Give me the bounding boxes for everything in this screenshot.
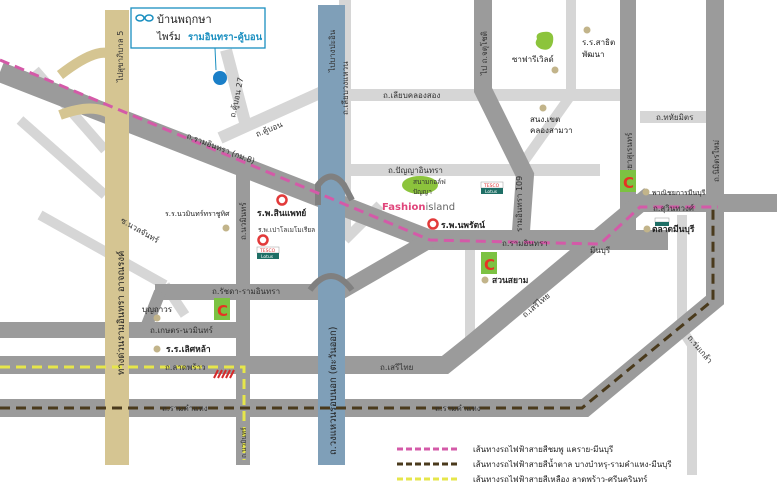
road-label-liap-wongwaen: ถ.เลียบวงแหวน xyxy=(341,61,350,115)
road-label-panya: ถ.ปัญญาอินทรา xyxy=(388,166,443,175)
interchange-north xyxy=(315,173,355,205)
project-callout[interactable]: บ้านพฤกษา ไพร์ม รามอินทรา-คู้บอน xyxy=(130,7,266,71)
place-paolo: ร.พ.เปาโลเมโมเรียล xyxy=(258,226,315,234)
ring-road xyxy=(318,5,345,465)
safari-tree-icon xyxy=(535,31,554,50)
place-boonthavorn: บุญถาวร xyxy=(142,305,173,314)
place-siampark: สวนสยาม xyxy=(492,276,528,286)
place-dot-icon xyxy=(539,104,547,112)
place-satit-2: พัฒนา xyxy=(582,50,604,59)
road-label-ratchada: ถ.รัชดา-รามอินทรา xyxy=(212,287,280,296)
road-label-latphrao: ถ.ลาดพร้าว xyxy=(165,363,206,372)
road-label-kaset: ถ.เกษตร-นวมินทร์ xyxy=(150,325,214,335)
place-dot-icon xyxy=(583,26,591,34)
road-label-serithai: ถ.เสรีไทย xyxy=(380,363,413,372)
legend-item-pink-line: เส้นทางรถไฟฟ้าสายสีชมพู แคราย-มีนบุรี xyxy=(397,445,614,455)
the-mall-logo-icon xyxy=(213,369,235,379)
yellow-line-route xyxy=(0,365,246,460)
place-dot-icon xyxy=(551,66,559,74)
place-nopparat: ร.พ.นพรัตน์ xyxy=(441,220,485,231)
legend-item-yellow-line: เส้นทางรถไฟฟ้าสายสีเหลือง ลาดพร้าว-ศรีนค… xyxy=(397,474,648,484)
road-label-ringroad: ถ.วงแหวนรอบนอก (ตะวันออก) xyxy=(328,327,339,455)
svg-text:C: C xyxy=(484,256,495,274)
road-label-sukhapiban5: ไปสุขาภิบาล 5 xyxy=(116,31,125,83)
svg-text:Lotus: Lotus xyxy=(261,254,274,260)
place-satit-1: ร.ร.สาธิต xyxy=(582,38,615,47)
place-golf-2: ปัญญา xyxy=(413,188,432,196)
place-dot-icon xyxy=(642,188,650,196)
callout-subtitle: ไพร์ม xyxy=(156,31,181,43)
road-label-nawamin: ถ.นวมินทร์ xyxy=(238,202,248,240)
road-label-chatuchot: ไป ถ.จตุโชติ xyxy=(479,31,489,76)
project-location-marker[interactable] xyxy=(213,71,227,85)
road-label-ramkhamhaeng-east: ถ.รามคำแหง xyxy=(435,404,481,413)
place-school-nawamin: ร.ร.นวมินทร์ทราชูทิศ xyxy=(165,210,230,218)
road-label-suwinthawong: ถ.สุวินทวงศ์ xyxy=(653,203,694,213)
road-label-ramkhamhaeng-west: ถ.รามคำแหง xyxy=(162,404,208,413)
road-label-expressway: ทางด่วนรามอินทรา อาจณรงค์ xyxy=(115,251,127,375)
callout-location: รามอินทรา-คู้บอน xyxy=(188,31,263,44)
road-label-liap-khlongsong: ถ.เลียบคลองสอง xyxy=(383,91,440,100)
place-dot-icon xyxy=(153,314,161,322)
place-dot-icon xyxy=(222,224,230,232)
place-panich: พาณิชยการมีนบุรี xyxy=(652,189,706,197)
road-label-ramintra109: รามอินทรา 109 xyxy=(515,176,524,232)
map-legend: เส้นทางรถไฟฟ้าสายสีชมพู แคราย-มีนบุรี เส… xyxy=(397,445,672,484)
svg-text:C: C xyxy=(217,302,228,320)
tesco-lotus-icon: TESCO Lotus xyxy=(256,246,280,260)
callout-title: บ้านพฤกษา xyxy=(157,13,212,26)
place-golf-1: สนามกอล์ฟ xyxy=(413,178,446,186)
interchange-south xyxy=(307,273,355,292)
brown-line-route xyxy=(0,207,715,410)
place-dot-icon xyxy=(481,276,489,284)
leaf-logo-icon xyxy=(135,14,154,22)
svg-text:TESCO: TESCO xyxy=(259,248,276,254)
road-label-phraya: ถ.พระยาสุเรนทร์ xyxy=(624,132,634,190)
place-lertla: ร.ร.เลิศหล้า xyxy=(166,344,211,355)
big-c-icon: C xyxy=(214,298,230,320)
big-c-icon: C xyxy=(620,170,636,192)
road-label-ramintra: ถ.รามอินทรา xyxy=(502,239,548,248)
place-market: ตลาดมีนบุรี xyxy=(652,224,695,235)
svg-text:C: C xyxy=(623,174,634,192)
svg-text:Lotus: Lotus xyxy=(485,189,498,195)
hospital-icon xyxy=(276,194,288,206)
hospital-icon xyxy=(257,234,269,246)
svg-text:เส้นทางรถไฟฟ้าสายสีเหลือง ลาดพ: เส้นทางรถไฟฟ้าสายสีเหลือง ลาดพร้าว-ศรีนค… xyxy=(473,474,648,484)
place-district-1: สนง.เขต xyxy=(530,115,560,124)
hospital-icon xyxy=(427,218,439,230)
tesco-lotus-icon xyxy=(654,217,670,226)
road-label-minburi: มีนบุรี xyxy=(590,246,611,255)
big-c-icon: C xyxy=(481,252,497,274)
road-label-nimitmai: ถ.นิมิตรใหม่ xyxy=(712,140,721,182)
svg-text:เส้นทางรถไฟฟ้าสายสีชมพู แคราย-: เส้นทางรถไฟฟ้าสายสีชมพู แคราย-มีนบุรี xyxy=(473,445,614,455)
place-dot-icon xyxy=(153,345,161,353)
tesco-lotus-icon: TESCO Lotus xyxy=(480,181,504,195)
place-dot-icon xyxy=(643,225,651,233)
fashion-island-logo: Fashionisland xyxy=(382,202,455,213)
road-label-thahanmit: ถ.ทหัยมิตร xyxy=(656,113,694,122)
legend-item-brown-line: เส้นทางรถไฟฟ้าสายสีน้ำตาล บางบำหรุ-รามคำ… xyxy=(397,458,672,469)
svg-text:เส้นทางรถไฟฟ้าสายสีน้ำตาล บางบ: เส้นทางรถไฟฟ้าสายสีน้ำตาล บางบำหรุ-รามคำ… xyxy=(473,458,672,469)
svg-text:TESCO: TESCO xyxy=(483,183,500,189)
place-district-2: คลองสามวา xyxy=(530,126,573,135)
place-synphaet: ร.พ.สินแพทย์ xyxy=(257,208,306,219)
place-safari-world: ซาฟารีเวิลด์ xyxy=(512,54,554,64)
road-label-nawamin-south: ถ.นวมินทร์ xyxy=(240,427,248,458)
golf-course-icon xyxy=(402,176,438,194)
expressway-road xyxy=(105,10,129,465)
pink-line-route xyxy=(0,58,718,246)
road-label-bangpain: ไปบางปะอิน xyxy=(328,29,337,73)
